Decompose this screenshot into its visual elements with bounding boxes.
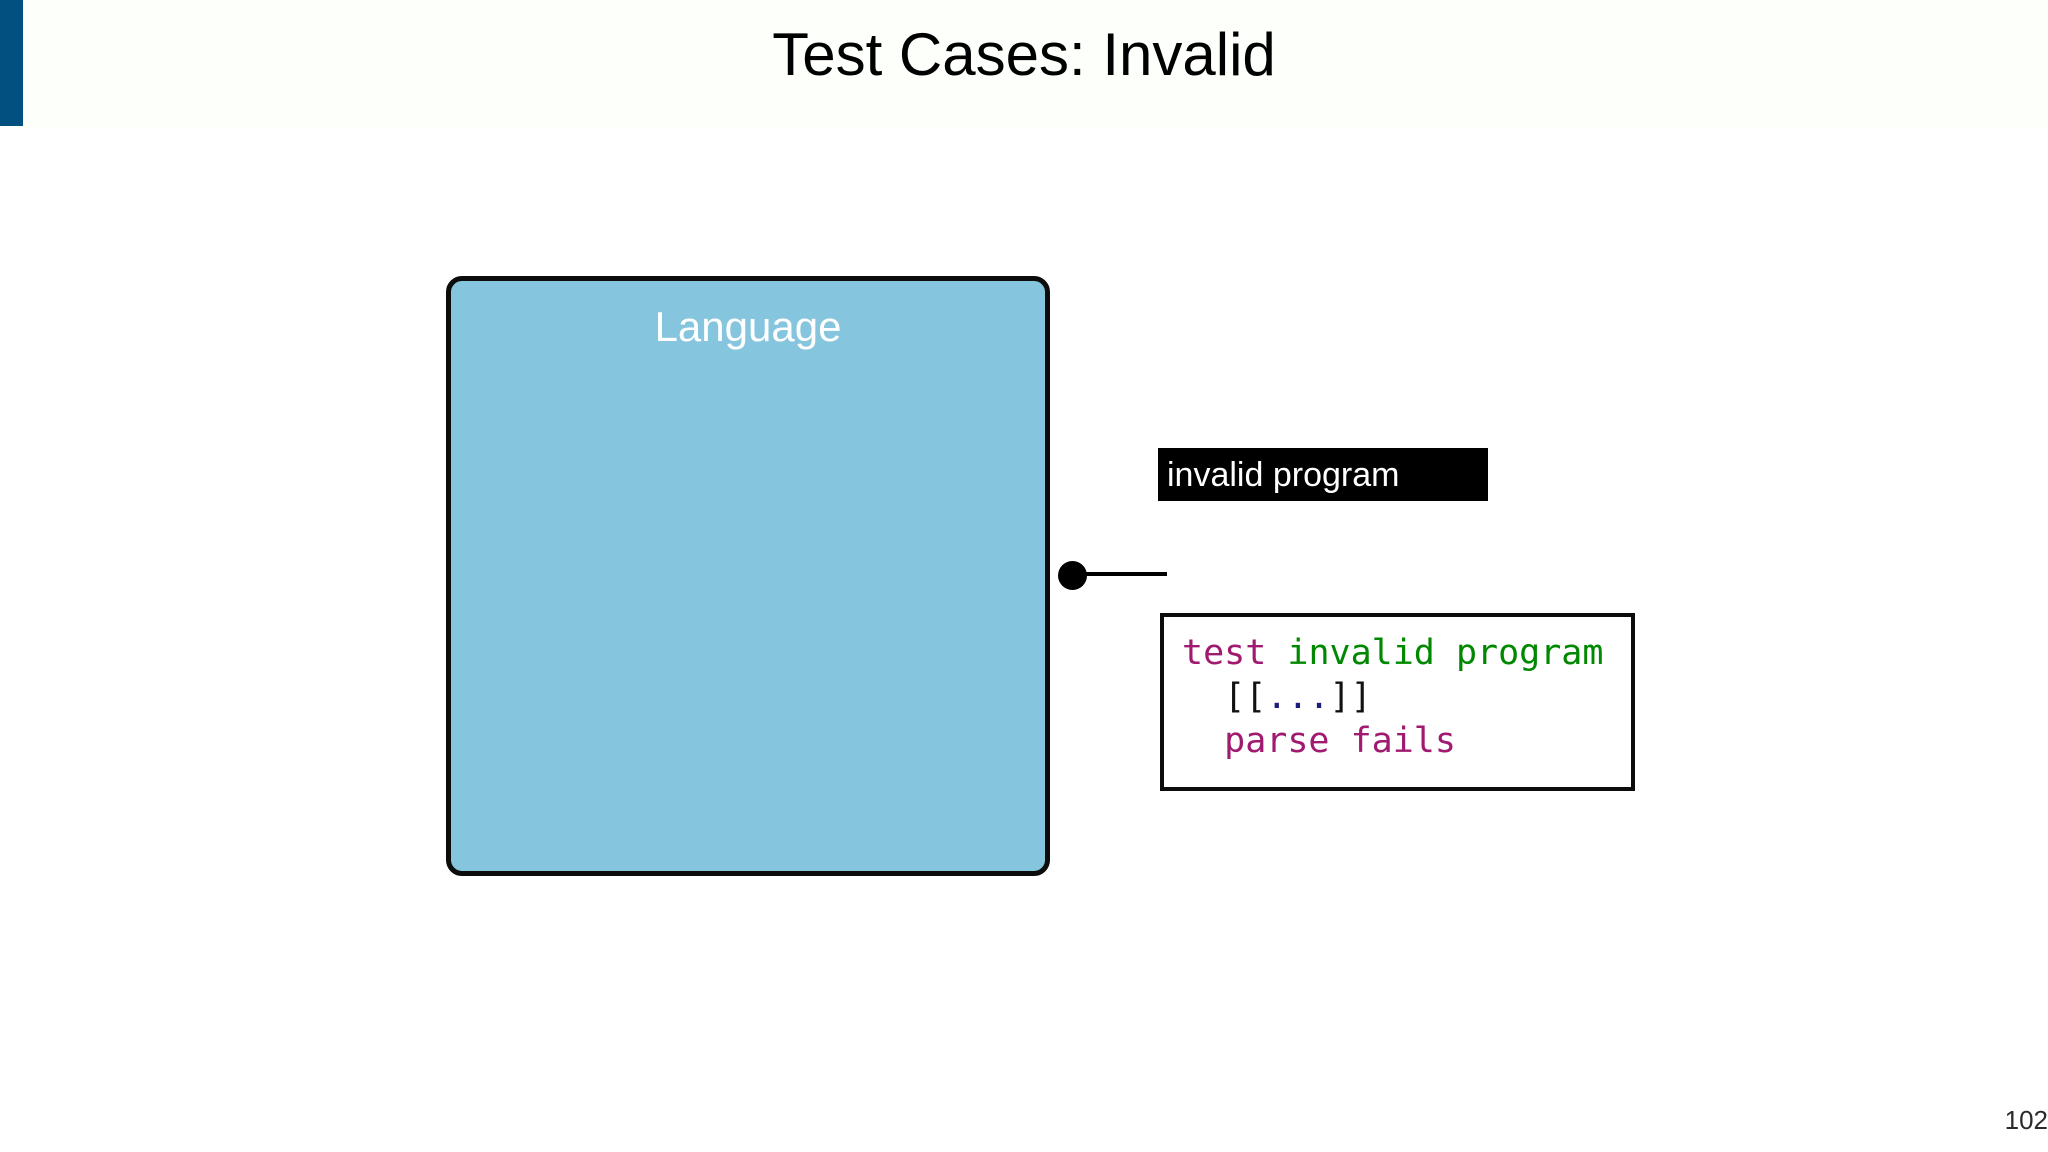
- code-token-punctuation: ]]: [1329, 677, 1372, 718]
- code-token-space: [1266, 633, 1287, 673]
- code-line: [[...]]: [1182, 675, 1603, 719]
- connector-line: [1085, 572, 1167, 576]
- code-token-keyword: test: [1182, 633, 1267, 673]
- page-title: Test Cases: Invalid: [772, 21, 1276, 88]
- code-token-keyword: parse fails: [1182, 721, 1456, 762]
- code-box: test invalid program [[...]] parse fails: [1160, 613, 1635, 791]
- connector-dot-icon: [1058, 561, 1087, 590]
- code-token-punctuation: [[: [1182, 677, 1267, 718]
- code-line: test invalid program: [1182, 631, 1603, 675]
- language-box-label: Language: [654, 303, 842, 350]
- slide-canvas: Language invalid program test invalid pr…: [0, 128, 2048, 1152]
- language-box: Language: [446, 276, 1050, 876]
- page-number: 102: [2004, 1105, 2048, 1135]
- callout-label: invalid program: [1167, 456, 1400, 494]
- code-token-name: invalid program: [1287, 633, 1604, 673]
- callout-invalid-program: invalid program: [1158, 448, 1488, 501]
- code-line: parse fails: [1182, 719, 1603, 763]
- code-snippet: test invalid program [[...]] parse fails: [1182, 631, 1603, 763]
- accent-bar: [0, 0, 23, 126]
- slide-header-band: [0, 0, 2048, 128]
- code-token-ellipsis: ...: [1266, 677, 1330, 718]
